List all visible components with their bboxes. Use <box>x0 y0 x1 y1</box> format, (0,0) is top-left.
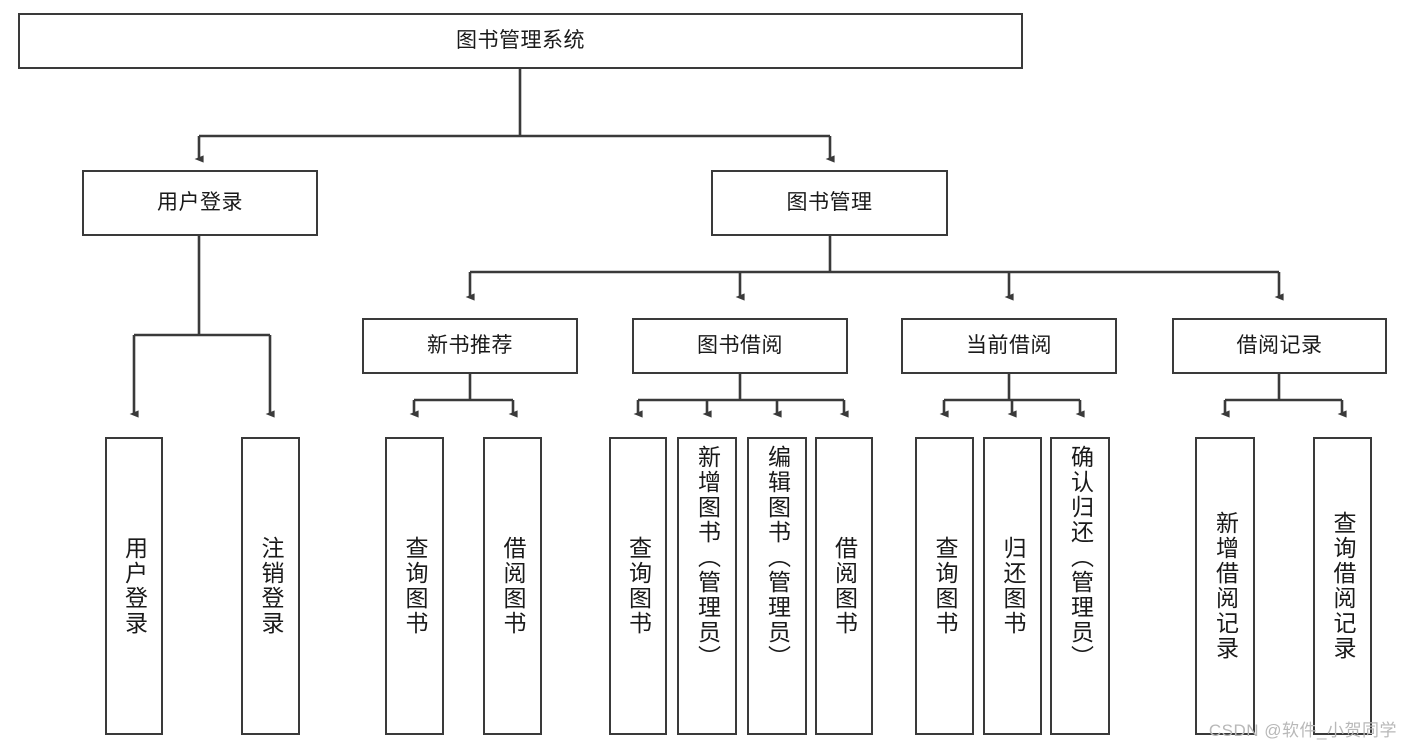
node-leaf-borrow-book-2[interactable]: 借阅图书 <box>815 437 873 735</box>
node-leaf-return-book[interactable]: 归还图书 <box>983 437 1042 735</box>
node-borrow-record[interactable]: 借阅记录 <box>1172 318 1387 374</box>
node-leaf-add-book-label: 新增图书（管理员） <box>694 445 721 670</box>
node-leaf-query-book-1[interactable]: 查询图书 <box>385 437 444 735</box>
node-book-borrow[interactable]: 图书借阅 <box>632 318 848 374</box>
node-leaf-add-book[interactable]: 新增图书（管理员） <box>677 437 737 735</box>
node-root-label: 图书管理系统 <box>456 29 585 53</box>
node-leaf-return-book-label: 归还图书 <box>1000 536 1026 636</box>
node-leaf-borrow-book-1-label: 借阅图书 <box>500 536 526 636</box>
node-leaf-edit-book[interactable]: 编辑图书（管理员） <box>747 437 807 735</box>
node-leaf-query-book-3-label: 查询图书 <box>932 536 958 636</box>
node-book-manage-label: 图书管理 <box>786 191 873 215</box>
node-leaf-user-login-label: 用户登录 <box>121 536 148 636</box>
node-leaf-query-record[interactable]: 查询借阅记录 <box>1313 437 1372 735</box>
node-root[interactable]: 图书管理系统 <box>18 13 1023 69</box>
node-leaf-query-book-2[interactable]: 查询图书 <box>609 437 667 735</box>
node-leaf-logout-label: 注销登录 <box>258 536 284 636</box>
csdn-watermark: CSDN @软件_小贺同学 <box>1208 721 1397 740</box>
node-leaf-query-book-2-label: 查询图书 <box>625 536 652 636</box>
node-leaf-query-record-label: 查询借阅记录 <box>1330 511 1356 661</box>
node-user-login[interactable]: 用户登录 <box>82 170 318 236</box>
node-leaf-add-record-label: 新增借阅记录 <box>1212 511 1239 661</box>
node-leaf-query-book-3[interactable]: 查询图书 <box>915 437 974 735</box>
node-leaf-borrow-book-2-label: 借阅图书 <box>831 536 858 636</box>
node-current-borrow-label: 当前借阅 <box>966 334 1052 358</box>
node-new-book-rec-label: 新书推荐 <box>427 334 513 358</box>
node-leaf-query-book-1-label: 查询图书 <box>402 536 428 636</box>
node-leaf-confirm-return[interactable]: 确认归还（管理员） <box>1050 437 1110 735</box>
node-book-manage[interactable]: 图书管理 <box>711 170 948 236</box>
node-leaf-borrow-book-1[interactable]: 借阅图书 <box>483 437 542 735</box>
node-leaf-edit-book-label: 编辑图书（管理员） <box>764 445 791 670</box>
node-current-borrow[interactable]: 当前借阅 <box>901 318 1117 374</box>
node-leaf-user-login[interactable]: 用户登录 <box>105 437 163 735</box>
node-leaf-confirm-return-label: 确认归还（管理员） <box>1067 445 1094 670</box>
node-leaf-logout[interactable]: 注销登录 <box>241 437 300 735</box>
node-borrow-record-label: 借阅记录 <box>1236 334 1323 358</box>
node-user-login-label: 用户登录 <box>157 191 243 215</box>
node-book-borrow-label: 图书借阅 <box>697 334 783 358</box>
node-leaf-add-record[interactable]: 新增借阅记录 <box>1195 437 1255 735</box>
node-new-book-rec[interactable]: 新书推荐 <box>362 318 578 374</box>
